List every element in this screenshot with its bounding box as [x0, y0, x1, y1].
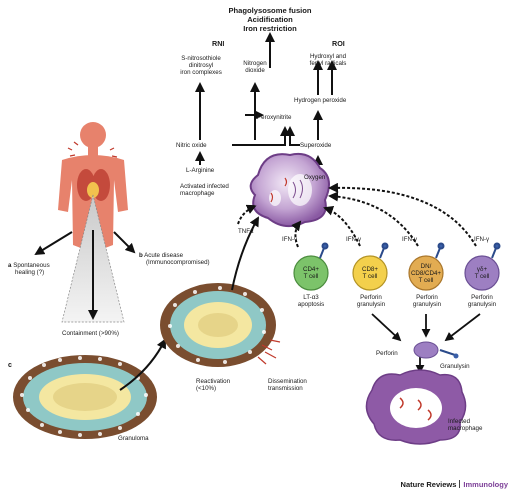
- spontaneous-text-1: Spontaneous: [13, 262, 50, 269]
- reactivation-label: Reactivation (<10%): [196, 378, 230, 392]
- effector-t-cell: [413, 341, 459, 359]
- left-arrows: [34, 230, 136, 320]
- dn-effect-line-2: granulysin: [412, 301, 442, 308]
- cd4-line-1: CD4+: [303, 266, 319, 273]
- gd-cell-label: γδ+ T cell: [469, 266, 495, 280]
- gd-effect-line-1: Perforin: [471, 294, 493, 301]
- infected-line-2: macrophage: [448, 425, 483, 432]
- acute-line-1: b Acute disease: [139, 252, 210, 259]
- acute-text-2: (Immunocompromised): [146, 259, 210, 266]
- ifn-arrows: [291, 182, 477, 248]
- granuloma-label: Granuloma: [118, 435, 149, 442]
- cd8-effect-line-1: Perforin: [360, 294, 382, 301]
- roi-item-1-line-2: ferryl radicals: [309, 60, 347, 67]
- phagosome-header: Phagolysosome fusion Acidification Iron …: [228, 6, 312, 33]
- infected-macrophage-label: Infected macrophage: [448, 418, 482, 432]
- label-a: a: [8, 262, 12, 269]
- roi-item-1-line-1: Hydroxyl and: [309, 53, 347, 60]
- reactivation-line-1: Reactivation: [196, 378, 231, 385]
- rni-item-2-line-2: dioxide: [245, 67, 265, 74]
- credit-divider: [459, 480, 461, 488]
- activated-macrophage-line-2: macrophage: [180, 190, 215, 197]
- cd8-line-1: CD8+: [362, 266, 378, 273]
- acute-text-1: Acute disease: [144, 252, 184, 259]
- cd4-cell-label: CD4+ T cell: [298, 266, 324, 280]
- header-line-2: Acidification: [247, 15, 293, 24]
- rni-item-1-line-2: dinitrosyl: [188, 62, 214, 69]
- roi-item-1: Hydroxyl and ferryl radicals: [300, 53, 356, 67]
- killing-arrows: [371, 313, 481, 374]
- spontaneous-text-2: healing (?): [15, 269, 45, 276]
- dn-cell-label: DN/ CD8/CD4+ T cell: [410, 263, 442, 284]
- granuloma-c: [13, 355, 157, 439]
- nitric-oxide-label: Nitric oxide: [176, 142, 207, 149]
- activated-macrophage-cell: [249, 152, 330, 228]
- gd-effect-line-2: granulysin: [467, 301, 497, 308]
- dn-line-3: T cell: [418, 277, 434, 284]
- cd8-line-2: T cell: [362, 273, 378, 280]
- label-b: b: [139, 252, 143, 259]
- peroxynitrite-label: Peroxynitrite: [257, 114, 292, 121]
- dn-line-1: DN/: [420, 263, 432, 270]
- rni-item-1-line-1: S-nitrosothiole: [181, 55, 221, 62]
- activated-macrophage-line-1: Activated infected: [180, 183, 229, 190]
- ifn-label-cd4: IFN-γ: [282, 236, 298, 243]
- header-line-1: Phagolysosome fusion: [228, 6, 312, 15]
- gd-effect: Perforin granulysin: [462, 294, 502, 308]
- cd4-effect-line-2: apoptosis: [297, 301, 325, 308]
- ifn-label-cd8: IFN-γ: [346, 236, 362, 243]
- dn-effect-line-1: Perforin: [416, 294, 438, 301]
- gd-line-2: T cell: [474, 273, 490, 280]
- rni-item-1-line-3: iron complexes: [180, 69, 222, 76]
- roi-title: ROI: [332, 39, 345, 48]
- ifn-label-dn: IFN-γ: [402, 236, 418, 243]
- infected-line-1: Infected: [448, 418, 471, 425]
- header-line-3: Iron restriction: [243, 24, 297, 33]
- tnf-arrow: [237, 204, 257, 225]
- perforin-label: Perforin: [376, 350, 398, 357]
- acute-disease-label: b Acute disease (Immunocompromised): [139, 252, 210, 266]
- granuloma-reactivation: [160, 283, 281, 367]
- cd8-cell-label: CD8+ T cell: [357, 266, 383, 280]
- cd4-effect: LT-α3 apoptosis: [292, 294, 330, 308]
- journal-name: Nature Reviews: [400, 480, 457, 489]
- activated-macrophage-label: Activated infected macrophage: [180, 183, 229, 197]
- label-c: c: [8, 362, 12, 369]
- rni-title: RNI: [212, 39, 225, 48]
- gd-line-1: γδ+: [476, 266, 488, 273]
- arrow-to-reactivation: [119, 338, 166, 391]
- rni-item-2-line-1: Nitrogen: [243, 60, 267, 67]
- l-arginine-label: L-Arginine: [186, 167, 215, 174]
- cd4-line-2: T cell: [303, 273, 319, 280]
- spontaneous-line-1: a Spontaneous: [8, 262, 50, 269]
- superoxide-label: Superoxide: [300, 142, 332, 149]
- dn-effect: Perforin granulysin: [408, 294, 446, 308]
- pathway-arrows: [195, 32, 337, 172]
- spontaneous-healing-label: a Spontaneous healing (?): [8, 262, 50, 276]
- dissemination-label: Dissemination transmission: [268, 378, 307, 392]
- journal-section: Immunology: [463, 480, 508, 489]
- rni-item-2: Nitrogen dioxide: [237, 60, 273, 74]
- containment-label: Containment (>90%): [62, 330, 119, 337]
- ifn-label-gd: IFN-γ: [474, 236, 490, 243]
- roi-item-2: Hydrogen peroxide: [294, 97, 347, 104]
- oxygen-label: Oxygen: [304, 174, 326, 181]
- rni-item-1: S-nitrosothiole dinitrosyl iron complexe…: [173, 55, 229, 76]
- arrow-to-macrophage: [231, 216, 259, 291]
- t-cells: [293, 242, 501, 291]
- cd8-effect: Perforin granulysin: [352, 294, 390, 308]
- dn-line-2: CD8/CD4+: [410, 270, 442, 277]
- cd8-effect-line-2: granulysin: [356, 301, 386, 308]
- reactivation-line-2: (<10%): [196, 385, 217, 392]
- dissemination-line-1: Dissemination: [268, 378, 307, 385]
- granulysin-label: Granulysin: [440, 363, 470, 370]
- dissemination-line-2: transmission: [268, 385, 303, 392]
- tnf-label: TNFα: [238, 228, 254, 235]
- infected-macrophage-cell: [365, 369, 467, 445]
- journal-credit: Nature Reviews Immunology: [401, 480, 508, 489]
- cd4-effect-line-1: LT-α3: [303, 294, 319, 301]
